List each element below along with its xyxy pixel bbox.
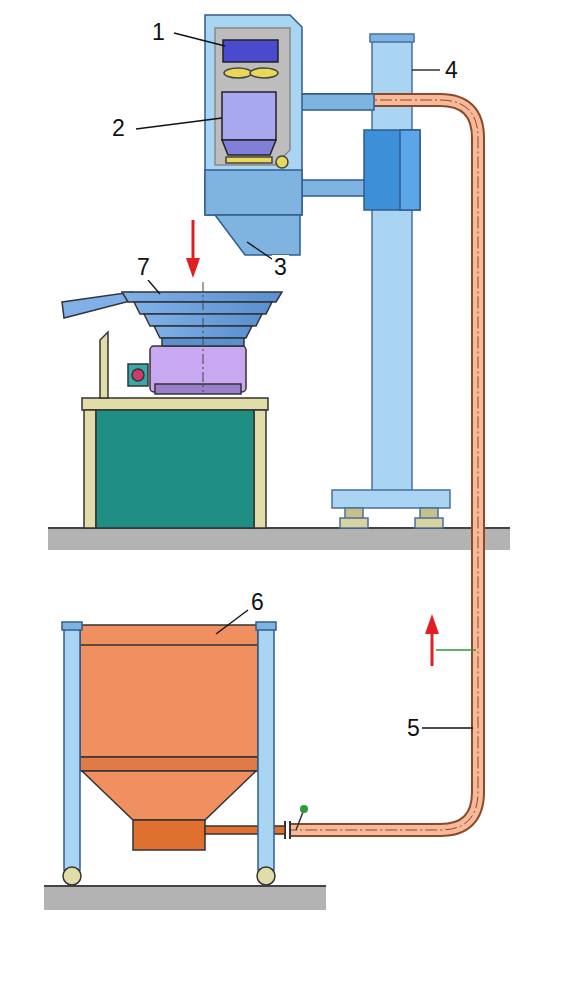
arm-bracket bbox=[298, 94, 420, 210]
callout-number: 4 bbox=[443, 58, 460, 83]
material-container bbox=[62, 622, 285, 885]
callout-number: 6 bbox=[249, 590, 266, 615]
filter bbox=[223, 40, 278, 62]
callout-number: 2 bbox=[110, 116, 127, 141]
leader-line bbox=[136, 33, 473, 728]
callout-number: 7 bbox=[135, 255, 152, 280]
vessel bbox=[222, 92, 276, 140]
callout-number: 1 bbox=[150, 20, 167, 45]
floor bbox=[48, 528, 510, 550]
vacuum-receiver bbox=[205, 15, 302, 255]
callout-number: 5 bbox=[405, 716, 422, 741]
callout-number: 3 bbox=[272, 255, 289, 280]
conveying-pipe bbox=[285, 100, 478, 839]
vibratory-feeder bbox=[62, 282, 282, 528]
floor bbox=[44, 886, 326, 910]
